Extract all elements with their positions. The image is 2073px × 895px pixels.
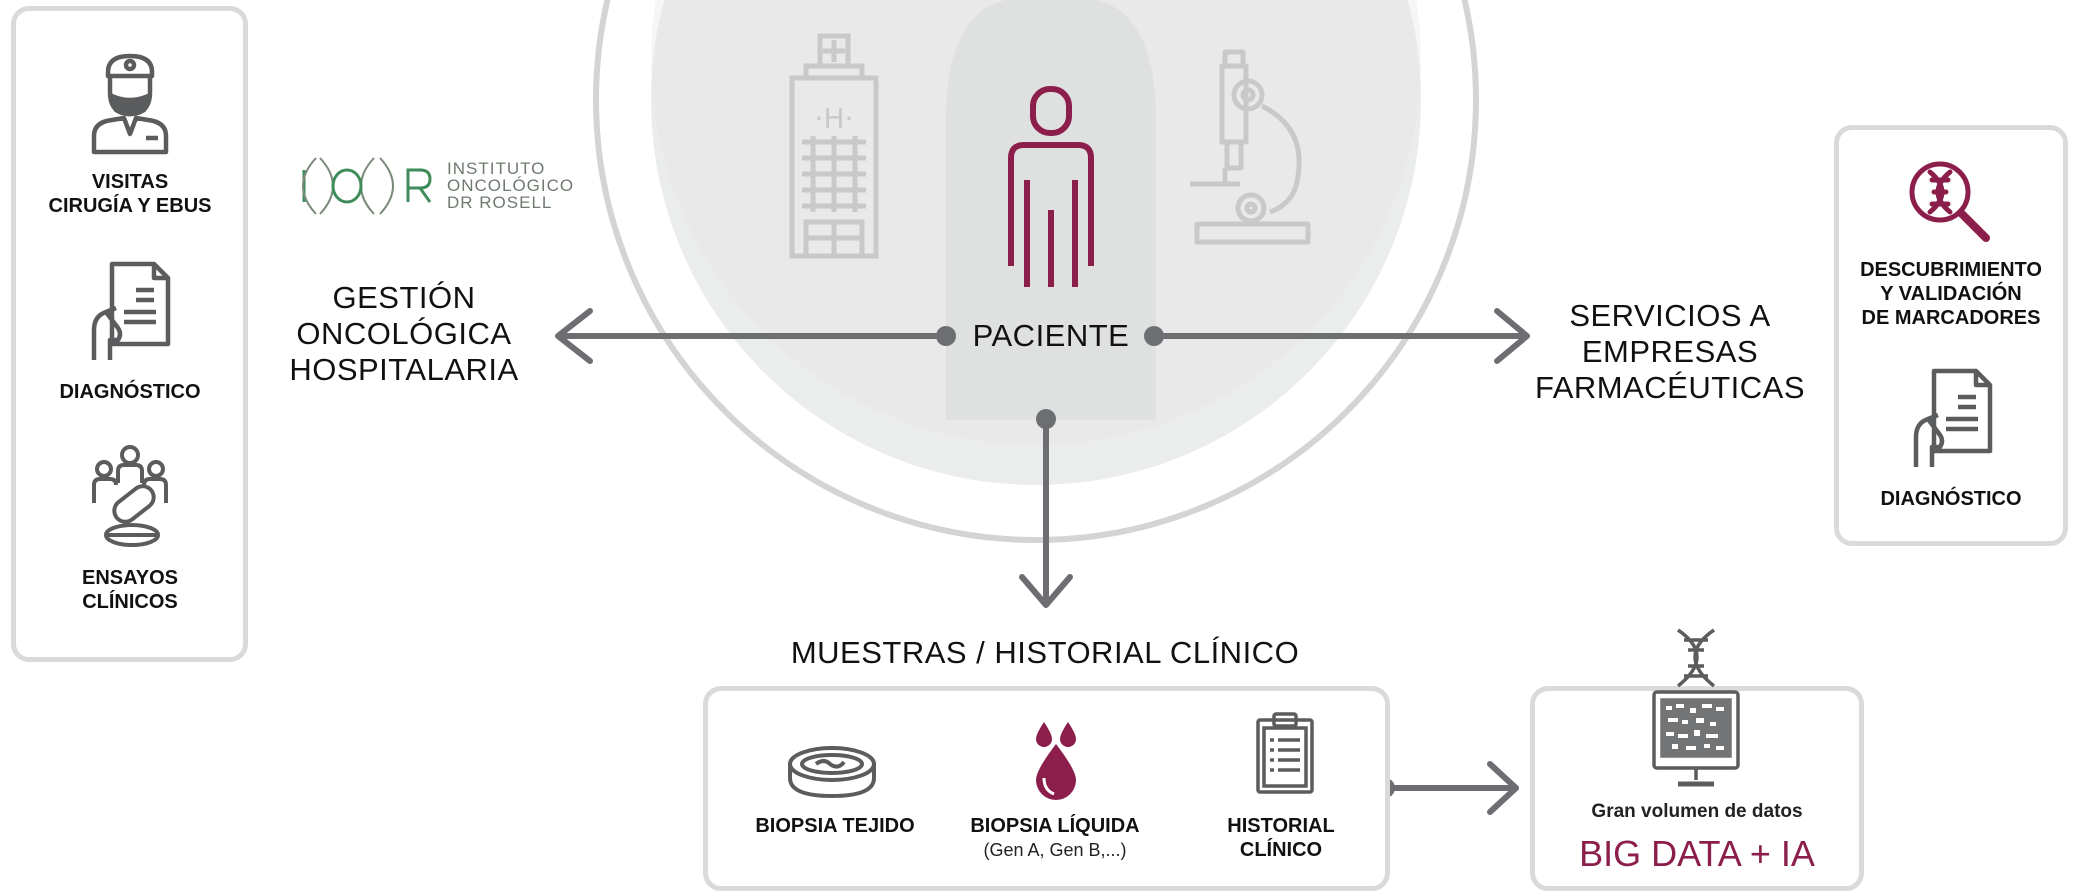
right-item-diagnosis-label: DIAGNÓSTICO <box>1880 488 2022 510</box>
document-hand-icon-right <box>1913 368 1993 467</box>
hospital-icon: ·H· <box>789 33 879 259</box>
ior-logo-text: INSTITUTO ONCOLÓGICO DR ROSELL <box>447 159 575 212</box>
right-arrow-dot <box>1144 326 1164 346</box>
right-panel <box>1834 125 2068 546</box>
right-branch-label: SERVICIOS A EMPRESAS FARMACÉUTICAS <box>1534 298 1806 405</box>
data-arrow <box>1382 761 1519 815</box>
patient-label: PACIENTE <box>972 318 1130 353</box>
left-item-surgery-label: VISITAS CIRUGÍA Y EBUS <box>48 171 212 217</box>
right-item-markers-label: DESCUBRIMIENTO Y VALIDACIÓN DE MARCADORE… <box>1860 259 2042 329</box>
left-item-trials-label: ENSAYOS CLÍNICOS <box>82 567 178 613</box>
liquid-biopsy-label: BIOPSIA LÍQUIDA <box>970 815 1140 837</box>
clinical-history-label: HISTORIAL CLÍNICO <box>1227 815 1335 861</box>
left-arrow-dot <box>936 326 956 346</box>
petri-dish-icon <box>788 746 876 799</box>
blood-drops-icon <box>1036 722 1076 800</box>
svg-text:·H·: ·H· <box>815 102 854 135</box>
patient-icon <box>1008 86 1094 287</box>
surgeon-icon <box>91 53 169 155</box>
left-arrow <box>555 308 949 364</box>
bigdata-panel <box>1530 686 1864 891</box>
down-arrow <box>1019 416 1073 608</box>
ior-logo-icon <box>302 157 432 215</box>
microscope-icon <box>1190 49 1311 245</box>
clipboard-icon <box>1256 712 1314 794</box>
dna-computer-icon <box>1652 628 1740 787</box>
bigdata-caption: Gran volumen de datos <box>1591 801 1803 822</box>
left-item-diagnosis-label: DIAGNÓSTICO <box>59 381 201 403</box>
clinical-trials-icon <box>92 445 168 547</box>
bigdata-title: BIG DATA + IA <box>1579 833 1815 874</box>
dna-magnifier-icon <box>1909 161 1990 242</box>
left-branch-label: GESTIÓN ONCOLÓGICA HOSPITALARIA <box>289 280 519 387</box>
right-arrow <box>1151 308 1530 364</box>
tissue-biopsy-label: BIOPSIA TEJIDO <box>755 815 915 837</box>
document-hand-icon <box>91 261 171 360</box>
liquid-biopsy-sub: (Gen A, Gen B,...) <box>983 840 1127 860</box>
down-branch-label: MUESTRAS / HISTORIAL CLÍNICO <box>790 635 1300 670</box>
down-arrow-dot <box>1036 409 1056 429</box>
